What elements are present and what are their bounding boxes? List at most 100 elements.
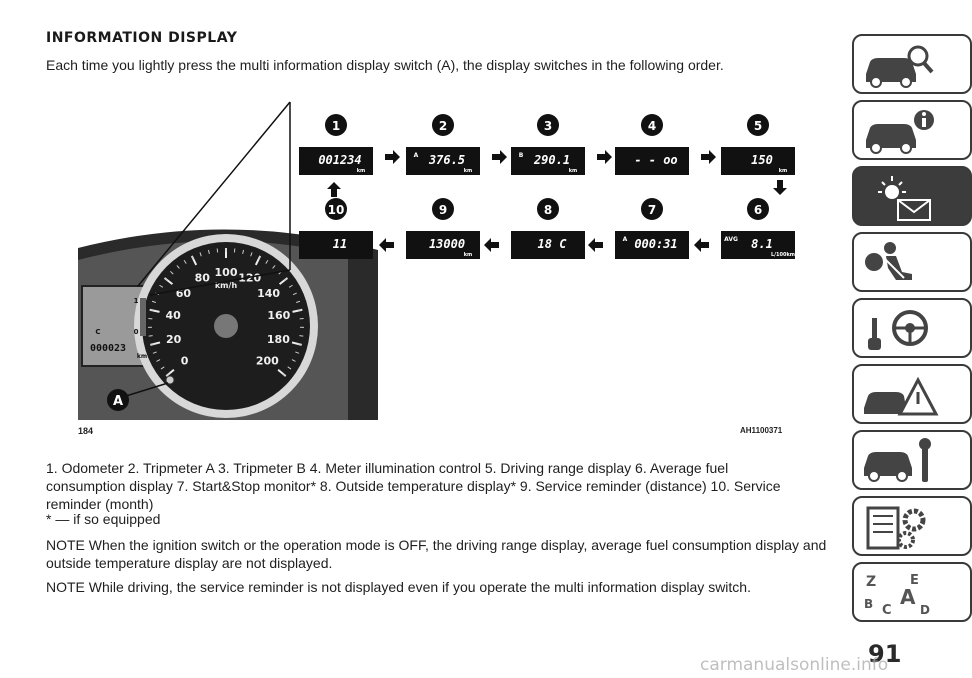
display-panel-reading: 8.1 — [751, 237, 773, 251]
speedometer-minor-tick — [291, 359, 296, 362]
step-number-badge — [432, 114, 454, 136]
tab-car-search[interactable] — [852, 34, 972, 94]
speedometer-minor-tick — [265, 259, 269, 264]
step-number-badge — [537, 114, 559, 136]
speedometer-minor-tick — [287, 366, 292, 370]
display-panel-reading: 290.1 — [533, 153, 570, 167]
svg-text:C: C — [882, 603, 892, 618]
tab-index[interactable]: Z E B A C D — [852, 562, 972, 622]
key-steering-wheel-icon — [868, 310, 928, 350]
display-panel-reading: - - oo — [634, 153, 677, 167]
step-number-label: 3 — [544, 119, 552, 133]
note-driving: NOTE While driving, the service reminder… — [46, 579, 751, 595]
display-panel — [615, 231, 689, 259]
leader-line-switch — [125, 382, 169, 397]
callout-a-label: A — [113, 394, 123, 409]
sequence-arrow-down — [773, 180, 787, 195]
tab-safety[interactable] — [852, 232, 972, 292]
step-number-badge — [325, 114, 347, 136]
speedometer-hub — [214, 314, 238, 338]
page-number: 91 — [868, 640, 902, 668]
car-info-icon — [866, 110, 934, 154]
car-service-wrench-icon — [864, 438, 931, 482]
display-panel-reading: 376.5 — [428, 153, 465, 167]
step-number-badge — [747, 114, 769, 136]
speedometer-minor-tick — [176, 265, 180, 269]
display-panel-reading: 150 — [751, 153, 773, 167]
step-number-label: 5 — [754, 119, 762, 133]
tab-servicing[interactable] — [852, 430, 972, 490]
display-panel — [721, 147, 795, 175]
speedometer-minor-tick — [257, 255, 261, 260]
display-panel-unit: km — [464, 168, 473, 174]
figure-number: 184 — [78, 426, 94, 436]
step-number-badge — [747, 198, 769, 220]
svg-text:D: D — [920, 603, 930, 617]
tab-emergency[interactable] — [852, 364, 972, 424]
leader-line — [149, 269, 291, 296]
display-panel — [299, 231, 373, 259]
speedometer-minor-tick — [250, 252, 253, 257]
step-number-badge — [641, 198, 663, 220]
car-hazard-icon — [864, 376, 939, 416]
step-number-badge — [641, 114, 663, 136]
intro-text: Each time you lightly press the multi in… — [46, 57, 724, 73]
display-panel-mark: B — [519, 152, 524, 159]
display-panel-unit: km — [357, 168, 366, 174]
sequence-arrow-left — [588, 238, 603, 252]
speedometer-minor-tick — [272, 265, 276, 269]
display-panel-unit: km — [464, 252, 473, 258]
sequence-arrow-right — [597, 150, 612, 164]
speedometer-minor-tick — [164, 277, 168, 281]
section-heading: INFORMATION DISPLAY — [46, 30, 238, 46]
cluster-temp-cold-mark: C — [95, 328, 100, 336]
speedometer-tick-label: 200 — [256, 355, 279, 368]
speedometer-minor-tick — [159, 284, 164, 288]
sequence-arrow-left — [694, 238, 709, 252]
display-panel — [615, 147, 689, 175]
speedometer-tick-label: 20 — [166, 333, 182, 346]
speedometer-minor-tick — [150, 343, 155, 346]
footnote-text: * — if so equipped — [46, 511, 161, 527]
alphabetical-index-icon: Z E B A C D — [864, 573, 930, 618]
step-number-badge — [325, 198, 347, 220]
step-number-label: 10 — [328, 203, 345, 217]
speedometer-minor-tick — [152, 351, 157, 354]
display-panel — [511, 231, 585, 259]
leader-line — [137, 101, 291, 287]
display-panel-unit: L/100km — [771, 252, 795, 258]
speedometer-minor-tick — [191, 255, 195, 260]
tab-technical-data[interactable] — [852, 496, 972, 556]
speedometer-minor-tick — [199, 252, 202, 257]
airbag-passenger-icon — [865, 242, 912, 280]
speedometer-minor-tick — [151, 300, 156, 303]
speedometer-tick-label: 80 — [195, 271, 211, 284]
note-ignition-off: NOTE When the ignition switch or the ope… — [46, 537, 827, 571]
display-panel — [406, 231, 480, 259]
svg-text:E: E — [910, 573, 919, 588]
legend-text: 1. Odometer 2. Tripmeter A 3. Tripmeter … — [46, 460, 781, 512]
speedometer-minor-tick — [242, 249, 245, 255]
car-search-icon — [866, 45, 934, 88]
figure-code: AH1100371 — [740, 426, 783, 435]
speedometer-minor-tick — [207, 249, 210, 255]
cluster-odometer-unit: km — [137, 353, 147, 360]
tab-warning-lights[interactable] — [852, 166, 972, 226]
speedometer-minor-tick — [183, 259, 187, 264]
callout-a-badge — [107, 389, 129, 411]
sequence-arrow-left — [484, 238, 499, 252]
speedometer-minor-tick — [292, 292, 297, 296]
speedometer-minor-tick — [296, 300, 301, 303]
speedometer-minor-tick — [284, 277, 288, 281]
sequence-arrow-right — [385, 150, 400, 164]
step-number-label: 1 — [332, 119, 340, 133]
tab-starting-driving[interactable] — [852, 298, 972, 358]
sequence-arrow-up — [327, 182, 341, 197]
tab-car-info[interactable] — [852, 100, 972, 160]
speedometer-tick-label: 40 — [166, 309, 182, 322]
speedometer-tick-label: 0 — [181, 355, 189, 368]
display-panel-mark: AVG — [724, 236, 738, 243]
step-number-label: 8 — [544, 203, 552, 217]
speedometer-minor-tick — [295, 351, 300, 354]
